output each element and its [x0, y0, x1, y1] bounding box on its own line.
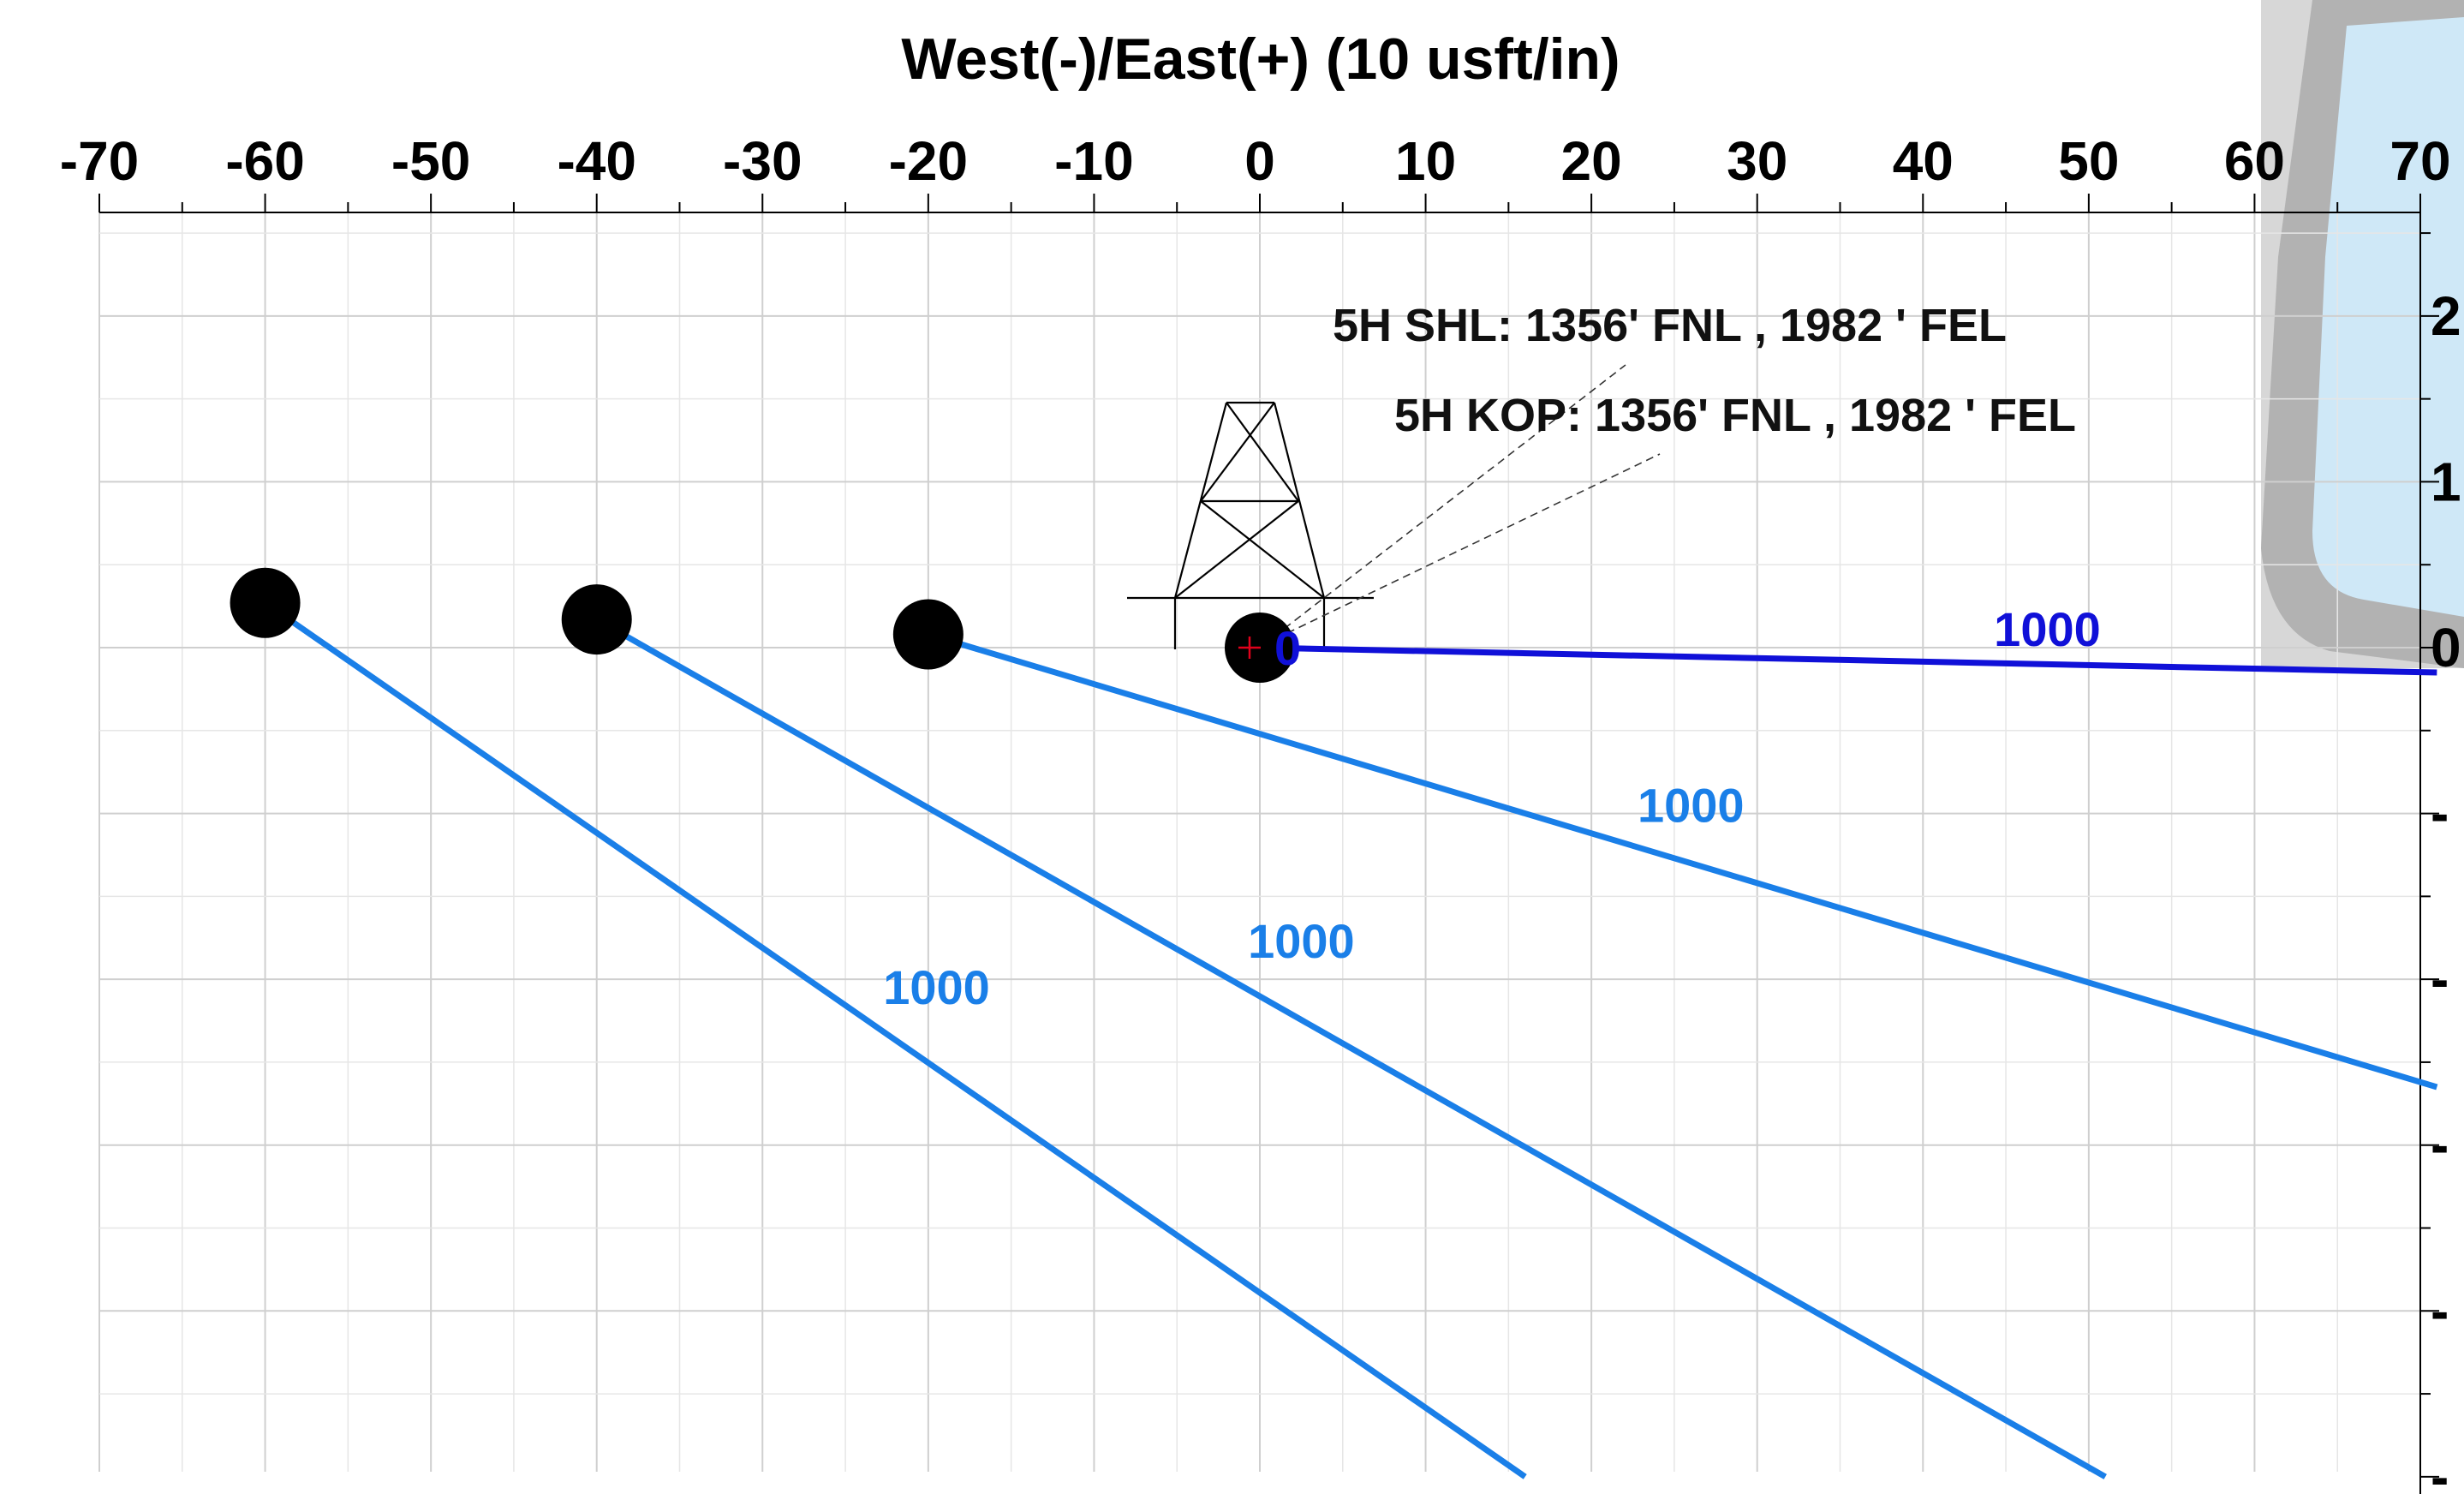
x-tick-label: -10 — [1054, 130, 1134, 192]
y-tick-label: 0 — [2431, 617, 2461, 678]
well-path-line — [594, 617, 2107, 1479]
well-path-line — [263, 600, 1527, 1479]
y-axis: 2 1 0 - - - - - — [2420, 232, 2461, 1494]
y-tick-label: - — [2431, 1115, 2449, 1176]
x-tick-label: -70 — [60, 130, 140, 192]
x-tick-label: 60 — [2224, 130, 2285, 192]
x-tick-label: -60 — [225, 130, 305, 192]
depth-label-1000: 1000 — [1638, 778, 1745, 832]
x-tick-label: -50 — [391, 130, 471, 192]
depth-label-1000: 1000 — [1248, 914, 1355, 968]
y-tick-label: - — [2431, 948, 2449, 1010]
well-path-line — [927, 631, 2438, 1091]
x-tick-label: 20 — [1561, 130, 1622, 192]
x-tick-label: -20 — [889, 130, 969, 192]
y-tick-label: 1 — [2431, 451, 2461, 512]
drilling-rig-icon — [1127, 401, 1374, 649]
surface-location-crosshair — [1238, 636, 1261, 659]
wellhead-markers — [230, 567, 1295, 683]
depth-label-1000: 1000 — [1994, 602, 2101, 656]
annotation-kop: 5H KOP: 1356' FNL , 1982 ' FEL — [1394, 390, 2076, 441]
annotation-shl: 5H SHL: 1356' FNL , 1982 ' FEL — [1333, 300, 2007, 351]
x-tick-label: 10 — [1395, 130, 1456, 192]
wellhead-marker — [892, 599, 964, 670]
well-path-line — [1259, 644, 2437, 676]
x-tick-label: 70 — [2389, 130, 2450, 192]
y-tick-label: - — [2431, 1280, 2449, 1342]
y-tick-label: - — [2431, 1446, 2449, 1494]
y-tick-label: - — [2431, 783, 2449, 845]
map-inset-decoration — [2261, 0, 2464, 668]
x-tick-label: 0 — [1244, 130, 1275, 192]
x-tick-label: -30 — [723, 130, 802, 192]
x-tick-label: 40 — [1893, 130, 1954, 192]
x-tick-label: 50 — [2058, 130, 2119, 192]
x-axis: -70 -60 -50 -40 -30 -20 -10 0 10 20 30 40 50 60 70 — [60, 130, 2451, 212]
wellhead-marker — [561, 584, 632, 655]
x-tick-label: -40 — [557, 130, 636, 192]
x-axis-title: West(-)/East(+) (10 usft/in) — [901, 27, 1620, 92]
origin-depth-label: 0 — [1274, 621, 1301, 675]
wellhead-marker — [230, 567, 301, 638]
annotation-leaders — [1263, 364, 1661, 645]
depth-label-1000: 1000 — [883, 960, 990, 1014]
x-tick-label: 30 — [1727, 130, 1787, 192]
well-paths — [263, 600, 2438, 1479]
depth-labels: 1000 1000 1000 1000 — [883, 602, 2101, 1014]
y-tick-label: 2 — [2431, 285, 2461, 347]
